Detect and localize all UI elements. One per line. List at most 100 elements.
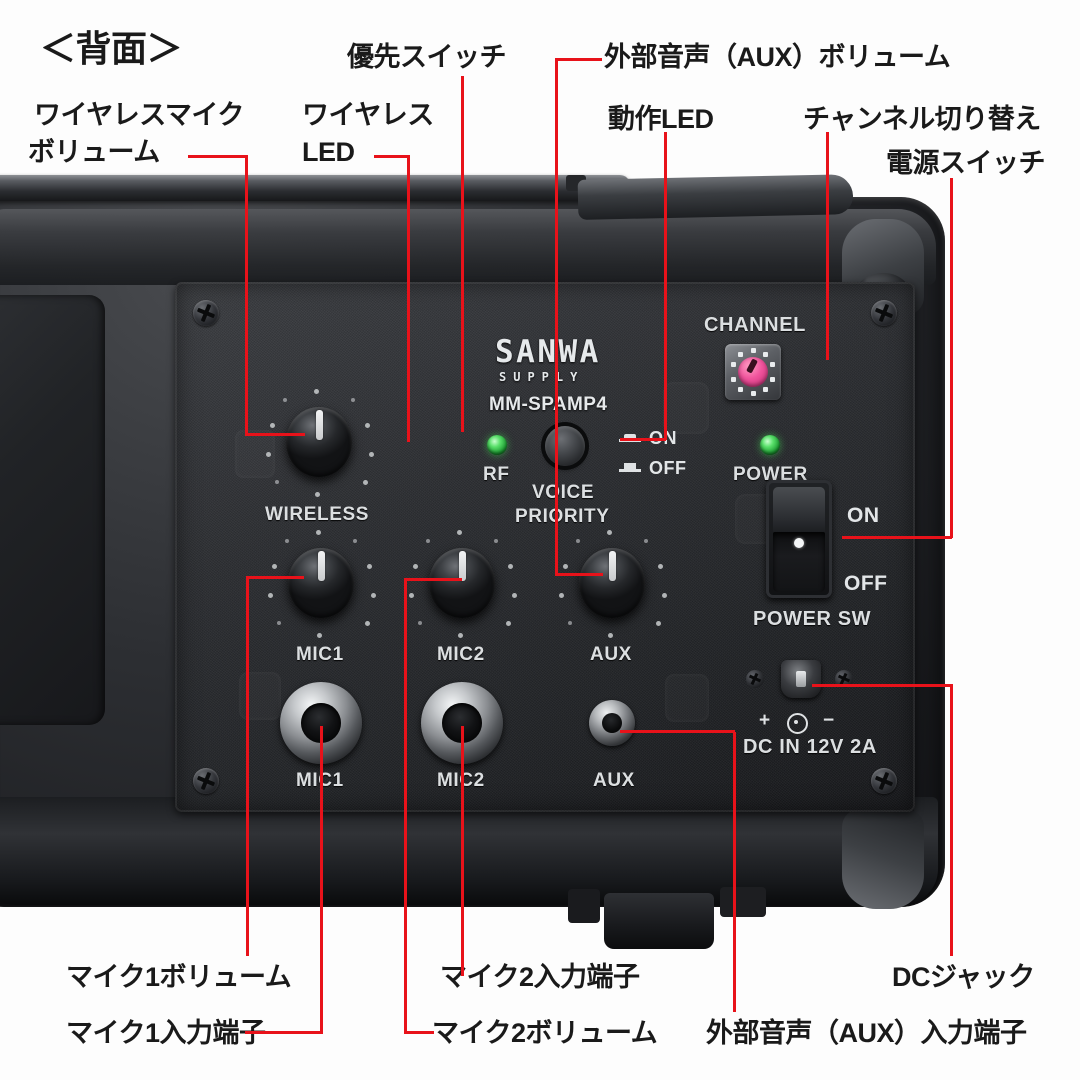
aux-jack-label: AUX bbox=[593, 770, 635, 791]
scale-dot bbox=[275, 480, 279, 484]
leader-wireless-volume-v bbox=[245, 155, 248, 435]
scale-dot bbox=[363, 480, 368, 485]
leader-mic2-volume-h1 bbox=[404, 1031, 434, 1034]
leader-mic2-jack-v bbox=[461, 726, 464, 976]
scale-dot bbox=[365, 621, 370, 626]
label-mic1-jack: マイク1入力端子 bbox=[66, 1018, 266, 1048]
dc-screw-right bbox=[835, 670, 853, 688]
dc-jack-pin bbox=[796, 671, 806, 687]
label-power-switch: 電源スイッチ bbox=[886, 148, 1046, 178]
label-aux-volume: 外部音声（AUX）ボリューム bbox=[604, 42, 951, 72]
scale-dot bbox=[369, 452, 374, 457]
handle-cap-bottom bbox=[842, 809, 924, 909]
label-priority-switch: 優先スイッチ bbox=[347, 42, 507, 72]
leader-aux-volume-v bbox=[555, 58, 558, 576]
channel-tick bbox=[751, 391, 756, 396]
label-mic2-jack: マイク2入力端子 bbox=[440, 962, 640, 992]
scale-dot bbox=[658, 564, 663, 569]
scale-dot bbox=[409, 593, 414, 598]
channel-tick bbox=[763, 387, 768, 392]
scale-dot bbox=[317, 633, 322, 638]
leader-channel-v bbox=[826, 132, 829, 360]
channel-rotary-switch[interactable] bbox=[725, 344, 781, 400]
scale-dot bbox=[418, 621, 422, 625]
scale-dot bbox=[512, 593, 517, 598]
scale-dot bbox=[608, 633, 613, 638]
leader-dc-jack-v bbox=[950, 684, 953, 956]
label-dc-jack: DCジャック bbox=[892, 962, 1035, 992]
power-on-label: ON bbox=[847, 504, 880, 527]
channel-tick bbox=[731, 377, 736, 382]
label-channel-select: チャンネル切り替え bbox=[803, 104, 1041, 134]
device-top-lip-right bbox=[577, 174, 854, 220]
channel-tick bbox=[738, 387, 743, 392]
label-aux-jack: 外部音声（AUX）入力端子 bbox=[706, 1018, 1027, 1048]
leader-mic2-volume-v bbox=[404, 578, 407, 1033]
scale-dot bbox=[365, 423, 370, 428]
aux-input-jack[interactable] bbox=[589, 700, 635, 746]
leader-power-led-h bbox=[620, 438, 666, 441]
power-sw-label: POWER SW bbox=[753, 608, 872, 630]
power-led bbox=[760, 435, 780, 455]
knob-pointer bbox=[318, 551, 325, 581]
leader-dc-jack-h bbox=[812, 684, 952, 687]
scale-dot bbox=[413, 564, 418, 569]
leader-aux-volume-h2 bbox=[555, 573, 603, 576]
rear-control-plate: SANWA SUPPLY MM-SPAMP4 WIRELESS RF VOICE… bbox=[175, 282, 915, 812]
device-top-lip bbox=[0, 175, 630, 201]
scale-dot bbox=[656, 621, 661, 626]
scale-dot bbox=[270, 423, 275, 428]
scale-dot bbox=[576, 539, 580, 543]
scale-dot bbox=[277, 621, 281, 625]
scale-dot bbox=[506, 621, 511, 626]
device-top-band bbox=[0, 209, 936, 285]
device-foot-right bbox=[720, 887, 766, 917]
mic2-input-jack[interactable] bbox=[421, 682, 503, 764]
scale-dot bbox=[508, 564, 513, 569]
label-wireless-volume-line1: ワイヤレスマイク bbox=[34, 100, 244, 130]
plate-screw-top-left bbox=[193, 300, 219, 326]
leader-aux-jack-v bbox=[733, 732, 736, 1012]
leader-aux-jack-h bbox=[620, 730, 735, 733]
scale-dot bbox=[266, 452, 271, 457]
scale-dot bbox=[457, 530, 462, 535]
scale-dot bbox=[272, 564, 277, 569]
voice-priority-label-1: VOICE bbox=[532, 482, 595, 503]
dc-polarity-plus: + bbox=[759, 710, 772, 731]
mic1-jack-label: MIC1 bbox=[296, 770, 344, 792]
scale-dot bbox=[367, 564, 372, 569]
leader-mic1-jack-v bbox=[320, 726, 323, 1032]
aux-knob-label: AUX bbox=[590, 644, 632, 665]
scale-dot bbox=[426, 539, 430, 543]
model-number: MM-SPAMP4 bbox=[489, 394, 608, 415]
leader-aux-volume-h1 bbox=[556, 58, 602, 61]
channel-tick bbox=[751, 348, 756, 353]
knob-pointer bbox=[316, 410, 323, 440]
channel-tick bbox=[731, 362, 736, 367]
label-power-led: 動作LED bbox=[608, 104, 714, 134]
jack-hole bbox=[602, 713, 622, 733]
leader-priority-switch-v bbox=[461, 76, 464, 432]
dc-polarity-icon bbox=[787, 713, 808, 734]
plate-screw-bottom-right bbox=[871, 768, 897, 794]
dc-screw-left bbox=[746, 670, 764, 688]
leader-wireless-led-h bbox=[374, 155, 410, 158]
leader-wireless-volume-h2 bbox=[245, 433, 305, 436]
channel-label: CHANNEL bbox=[704, 314, 806, 336]
scale-dot bbox=[371, 593, 376, 598]
label-wireless-led-line2: LED bbox=[302, 137, 355, 167]
scale-dot bbox=[283, 398, 287, 402]
scale-dot bbox=[563, 564, 568, 569]
power-led-label: POWER bbox=[733, 464, 808, 485]
emboss-mid bbox=[663, 382, 709, 434]
label-wireless-led-line1: ワイヤレス bbox=[302, 100, 434, 130]
voice-priority-switch[interactable] bbox=[545, 426, 585, 466]
channel-tick bbox=[763, 352, 768, 357]
leader-mic1-jack-h bbox=[245, 1031, 323, 1034]
scale-dot bbox=[568, 621, 572, 625]
dc-input-jack[interactable] bbox=[781, 660, 821, 698]
power-rocker-switch[interactable] bbox=[766, 480, 832, 598]
scale-dot bbox=[607, 530, 612, 535]
device-foot bbox=[604, 893, 714, 949]
